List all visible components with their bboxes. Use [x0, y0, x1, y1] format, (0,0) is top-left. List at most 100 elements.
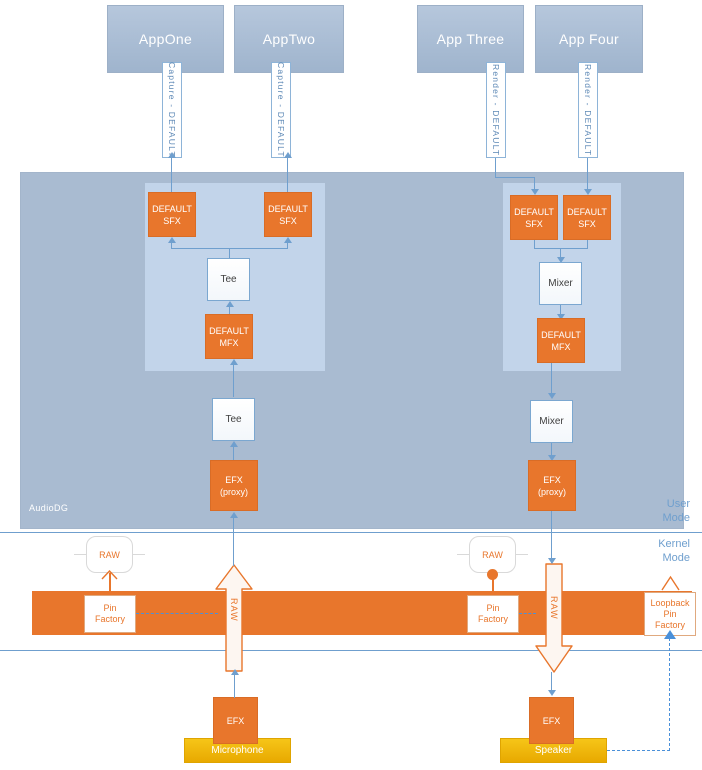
kernel-mode-line-2: Mode: [662, 552, 690, 564]
connector-speaker-efx-down: [551, 672, 553, 692]
connector-appthree-down: [495, 158, 497, 178]
capture-tee-inner[interactable]: Tee: [207, 258, 250, 301]
capture-efx-proxy[interactable]: EFX (proxy): [210, 460, 258, 511]
connector-rawarrow-to-capture-efx: [233, 518, 235, 566]
node-label: EFX: [542, 715, 561, 726]
loopback-dashed-vertical: [669, 638, 670, 751]
capture-tee-outer[interactable]: Tee: [212, 398, 255, 441]
connector-appthree-jog: [495, 177, 535, 179]
node-label: EFX: [226, 715, 245, 726]
arrowhead-sfx-left: [168, 237, 176, 243]
raw-node-capture: RAW: [86, 536, 133, 573]
node-line-1: DEFAULT: [209, 325, 249, 336]
pin-factory-line-1: Pin: [486, 603, 500, 613]
node-label: Mixer: [539, 416, 564, 427]
user-mode-line-1: User: [666, 498, 690, 510]
node-line-2: SFX: [279, 215, 297, 226]
node-line-2: (proxy): [219, 486, 248, 497]
arrowhead-tee-inner: [226, 301, 234, 307]
capture-default-sfx-right[interactable]: DEFAULT SFX: [264, 192, 312, 237]
raw-node-capture-stub-left: [74, 554, 86, 556]
raw-node-capture-stub-right: [133, 554, 145, 556]
connector-mfx-to-mixer-outer: [551, 363, 553, 397]
app-label: App Three: [436, 31, 505, 47]
arrowhead-apptwo: [284, 152, 292, 158]
pin-factory-render[interactable]: Pin Factory: [467, 595, 519, 633]
arrowhead-raw-capture: [101, 570, 118, 580]
arrowhead-render-efx: [548, 455, 556, 461]
connector-mixer-to-mfx: [560, 305, 562, 316]
connector-appthree-to-sfx: [534, 177, 536, 190]
render-default-mfx[interactable]: DEFAULT MFX: [537, 318, 585, 363]
node-label: Tee: [225, 414, 242, 425]
pin-label-text: Render - DEFAULT: [583, 63, 593, 157]
pin-label-text: Capture - DEFAULT: [276, 62, 286, 158]
render-default-sfx-left[interactable]: DEFAULT SFX: [510, 195, 558, 240]
loopback-pin-factory[interactable]: Loopback Pin Factory: [644, 592, 696, 636]
node-label: Tee: [220, 274, 237, 285]
connector-render-sfx-right-down: [587, 240, 589, 249]
app-box-apptwo[interactable]: AppTwo: [234, 5, 344, 73]
raw-render-arrow-label: RAW: [549, 596, 559, 620]
arrowhead-loopback-top: [661, 575, 680, 591]
loopback-dashed-horizontal: [607, 750, 670, 751]
connector-appone-sfx: [171, 158, 173, 200]
capture-default-sfx-left[interactable]: DEFAULT SFX: [148, 192, 196, 237]
pin-label-appthree: Render - DEFAULT: [486, 62, 506, 158]
connector-tee-split-right: [287, 243, 289, 249]
render-default-sfx-right[interactable]: DEFAULT SFX: [563, 195, 611, 240]
app-label: App Four: [559, 31, 619, 47]
dashed-link-render-pinfactory: [519, 613, 536, 614]
arrowhead-capture-efx-bottom: [230, 512, 238, 518]
pin-label-apptwo: Capture - DEFAULT: [271, 62, 291, 158]
microphone-efx[interactable]: EFX: [213, 697, 258, 744]
node-line-2: (proxy): [537, 486, 566, 497]
audiodg-label: AudioDG: [29, 503, 69, 513]
dashed-link-capture-pinfactory: [136, 613, 218, 614]
node-line-1: EFX: [225, 474, 243, 485]
device-label: Speaker: [534, 745, 573, 756]
capture-default-mfx[interactable]: DEFAULT MFX: [205, 314, 253, 359]
arrowhead-appone: [168, 152, 176, 158]
user-mode-line-2: Mode: [662, 512, 690, 524]
node-label: Mixer: [548, 278, 573, 289]
connector-efx-to-tee-outer: [233, 447, 235, 460]
node-line-1: DEFAULT: [567, 206, 607, 217]
connector-outer-tee-to-mfx: [233, 365, 235, 397]
speaker-efx[interactable]: EFX: [529, 697, 574, 744]
pin-factory-line-1: Pin: [103, 603, 117, 613]
app-box-appthree[interactable]: App Three: [417, 5, 524, 73]
user-mode-label: User Mode: [624, 497, 690, 525]
raw-node-label: RAW: [482, 549, 503, 560]
arrowhead-render-rawarrow: [548, 558, 556, 564]
loopback-line-3: Factory: [654, 619, 685, 630]
connector-mixer-outer-to-efx: [551, 443, 553, 459]
node-line-2: SFX: [578, 218, 596, 229]
raw-node-label: RAW: [99, 549, 120, 560]
arrowhead-render-sfx-left: [531, 189, 539, 195]
connector-pinfactory-to-raw-capture: [109, 573, 111, 598]
node-line-2: SFX: [525, 218, 543, 229]
arrowhead-render-mfx: [557, 314, 565, 320]
loopback-line-2: Pin: [663, 608, 677, 619]
render-mixer-inner[interactable]: Mixer: [539, 262, 582, 305]
user-kernel-divider-top: [0, 532, 702, 534]
arrowhead-mixer-outer: [548, 393, 556, 399]
device-label: Microphone: [211, 745, 264, 756]
render-efx-proxy[interactable]: EFX (proxy): [528, 460, 576, 511]
connector-appfour-to-sfx: [587, 158, 589, 190]
arrowhead-render-sfx-right: [584, 189, 592, 195]
user-kernel-divider-bottom: [0, 650, 702, 652]
arrowhead-loopback-dashed: [664, 630, 676, 639]
connector-mfx-to-tee: [229, 307, 231, 317]
app-box-appone[interactable]: AppOne: [107, 5, 224, 73]
arrowhead-mixer-inner: [557, 257, 565, 263]
app-label: AppTwo: [262, 31, 316, 47]
pin-factory-capture[interactable]: Pin Factory: [84, 595, 136, 633]
render-mixer-outer[interactable]: Mixer: [530, 400, 573, 443]
arrowhead-microphone-efx: [231, 669, 239, 675]
raw-node-render-stub-right: [516, 554, 528, 556]
connector-tee-split-left: [171, 243, 173, 249]
app-box-appfour[interactable]: App Four: [535, 5, 643, 73]
